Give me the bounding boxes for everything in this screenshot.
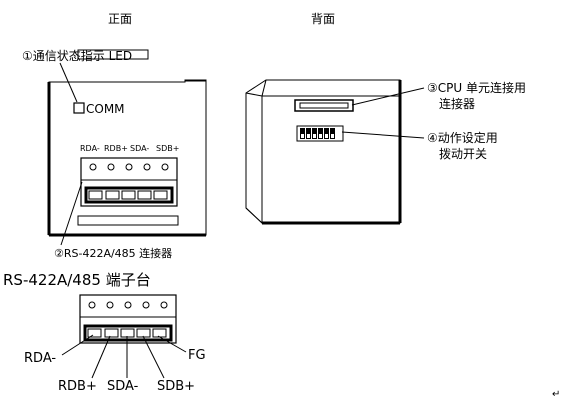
back-heading: 背面 <box>311 12 335 26</box>
pin-label-sda: SDA- <box>107 379 139 394</box>
terminal-screw <box>161 163 169 171</box>
back-board <box>245 79 402 225</box>
front-terminal-label-rdb: RDB+ <box>104 144 128 153</box>
terminal-screw <box>89 163 97 171</box>
back-board-face <box>261 95 401 224</box>
terminal-block-title: RS-422A/485 端子台 <box>3 271 151 289</box>
pin-label-fg: FG <box>188 348 206 363</box>
callout-led-leader <box>59 62 78 103</box>
detail-terminal-block <box>79 294 177 344</box>
callout-led-label: ①通信状态指示 LED <box>22 48 132 63</box>
front-terminal-block <box>80 157 178 207</box>
front-terminal-label-sda: SDA- <box>130 144 149 153</box>
front-top-connector-tab <box>77 49 149 60</box>
callout-connector-leader <box>60 181 83 246</box>
front-bottom-connector-tab <box>77 215 179 226</box>
pin-leader-sdb <box>142 335 165 379</box>
callout-cpu-label-line2: 连接器 <box>439 96 475 111</box>
comm-led <box>73 102 85 114</box>
front-terminal-label-sdb: SDB+ <box>156 144 179 153</box>
terminal-screw <box>124 301 132 309</box>
callout-dip-leader <box>341 131 425 139</box>
callout-cpu-leader <box>351 87 425 106</box>
terminal-screw <box>143 163 151 171</box>
pin-label-sdb: SDB+ <box>157 379 195 394</box>
comm-label: COMM <box>86 102 125 116</box>
terminal-screw <box>125 163 133 171</box>
terminal-screw <box>107 163 115 171</box>
pin-label-rda: RDA- <box>24 351 56 366</box>
pin-leader-rda <box>61 334 94 356</box>
dip-switch <box>296 125 344 142</box>
pin-leader-rdb <box>91 335 111 379</box>
terminal-screw <box>142 301 150 309</box>
pin-leader-fg <box>157 335 187 353</box>
front-terminal-label-rda: RDA- <box>80 144 100 153</box>
callout-connector-label: ②RS-422A/485 连接器 <box>54 247 172 260</box>
callout-dip-label-line2: 拨动开关 <box>439 147 487 161</box>
callout-dip-label-line1: ④动作设定用 <box>427 130 498 145</box>
paragraph-mark-icon: ↵ <box>552 389 560 400</box>
terminal-screw <box>88 301 96 309</box>
front-board: COMM RDA- RDB+ SDA- SDB+ <box>47 49 207 237</box>
pin-label-rdb: RDB+ <box>58 379 97 394</box>
terminal-screw <box>160 301 168 309</box>
callout-cpu-label-line1: ③CPU 单元连接用 <box>427 80 526 95</box>
front-heading: 正面 <box>108 12 132 26</box>
terminal-screw <box>106 301 114 309</box>
